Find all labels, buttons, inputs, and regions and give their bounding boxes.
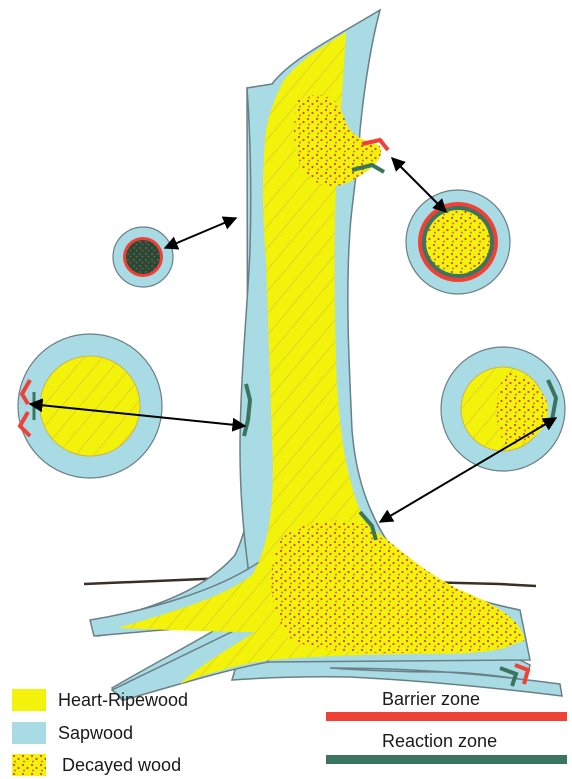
legend-reaction-line (326, 755, 567, 764)
cross-section-small (113, 227, 173, 287)
cross-section-upper-right (406, 190, 510, 294)
decay-lower (271, 521, 525, 653)
legend-barrier-label: Barrier zone (382, 689, 480, 710)
arrow-upper-right-section (392, 158, 446, 212)
legend-decay-label: Decayed wood (62, 755, 181, 776)
decay-upper (294, 95, 381, 186)
legend-heart-label: Heart-Ripewood (58, 690, 188, 711)
arrow-small-section (165, 218, 236, 248)
legend-reaction-label: Reaction zone (382, 731, 497, 752)
cross-section-right (441, 347, 565, 471)
legend-sapwood-swatch (12, 722, 46, 744)
legend-decay-swatch (12, 754, 46, 776)
legend-barrier-line (326, 712, 567, 721)
cross-section-left (18, 334, 162, 478)
legend-heart-swatch (12, 689, 46, 711)
legend-sapwood-label: Sapwood (58, 723, 133, 744)
